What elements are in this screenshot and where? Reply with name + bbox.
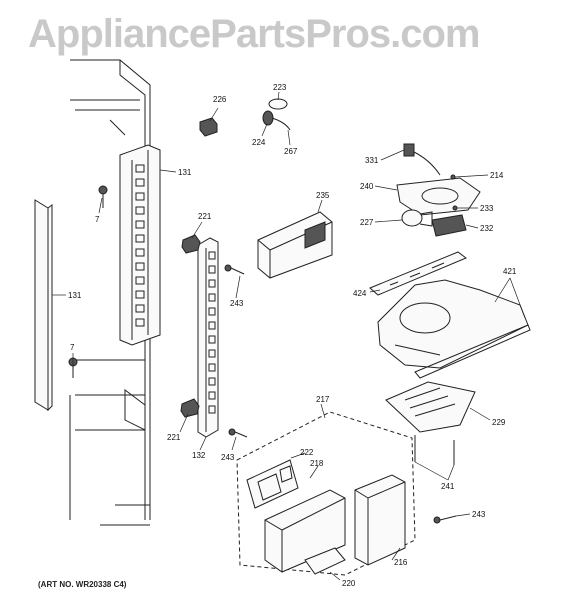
part-221-clip-lower [180, 398, 200, 418]
callout-243-upper: 243 [230, 299, 244, 308]
rail-slot [135, 192, 145, 201]
rail-slot [208, 363, 216, 372]
part-132-rail [197, 237, 219, 438]
callout-217: 217 [316, 395, 330, 404]
part-221-clip-upper [181, 234, 201, 254]
rail-slot [135, 206, 145, 215]
rail-slot [135, 276, 145, 285]
part-226-clip [199, 117, 218, 137]
callout-421: 421 [503, 267, 517, 276]
callout-222: 222 [300, 448, 314, 457]
rail-slot [208, 251, 216, 260]
kit-217-dashed-boundary [236, 411, 416, 576]
rail-slot [208, 279, 216, 288]
callout-7-lower: 7 [70, 343, 75, 352]
part-243-screw-lower [228, 428, 248, 438]
callout-131-center: 131 [178, 168, 192, 177]
callout-424: 424 [353, 289, 367, 298]
callout-216: 216 [394, 558, 408, 567]
rail-slot [135, 220, 145, 229]
rail-slot [208, 391, 216, 400]
callout-214: 214 [490, 171, 504, 180]
part-233-screw [452, 205, 458, 211]
part-424-control-board [369, 251, 467, 296]
callout-235: 235 [316, 191, 330, 200]
part-421-cover [377, 279, 531, 379]
rail-slot [208, 335, 216, 344]
rail-slot [135, 248, 145, 257]
rail-slot [208, 307, 216, 316]
callout-240: 240 [360, 182, 374, 191]
rail-slot [208, 321, 216, 330]
rail-slot [135, 304, 145, 313]
rail-slot [208, 265, 216, 274]
rail-slot [135, 178, 145, 187]
part-7-screw-upper [98, 185, 108, 208]
rail-slot [135, 262, 145, 271]
callout-221-upper: 221 [198, 212, 212, 221]
part-131-center-channel [119, 144, 161, 346]
rail-slot [208, 405, 216, 414]
callout-227: 227 [360, 218, 374, 227]
part-223-light-assembly [262, 98, 291, 131]
part-331-connector [403, 143, 441, 176]
callout-232: 232 [480, 224, 494, 233]
callout-131-left: 131 [68, 291, 82, 300]
part-240-light-housing [396, 177, 481, 216]
part-229-duct [385, 381, 476, 433]
callout-220: 220 [342, 579, 356, 588]
callout-226: 226 [213, 95, 227, 104]
part-243-screw-upper [224, 264, 245, 275]
callout-224: 224 [252, 138, 266, 147]
part-216-cover [354, 474, 406, 566]
callout-243-right: 243 [472, 510, 486, 519]
art-number-caption: (ART NO. WR20338 C4) [38, 580, 127, 589]
callout-331: 331 [365, 156, 379, 165]
callout-218: 218 [310, 459, 324, 468]
part-214-screw [450, 174, 456, 180]
rail-slot [135, 290, 145, 299]
rail-slot [135, 234, 145, 243]
rail-slot [135, 164, 145, 173]
rail-slot [208, 293, 216, 302]
rail-slot [208, 377, 216, 386]
part-131-left-rail [34, 199, 53, 412]
callout-132: 132 [192, 451, 206, 460]
part-220-gasket [304, 547, 346, 575]
part-241-pins [414, 435, 455, 465]
callout-7-upper: 7 [95, 215, 100, 224]
callout-229: 229 [492, 418, 506, 427]
part-227-bulb [401, 209, 433, 227]
rail-slot [208, 349, 216, 358]
part-243-screw-right [433, 515, 457, 524]
part-235-control-module [257, 211, 333, 279]
callout-267: 267 [284, 147, 298, 156]
part-222-filter-pad [246, 459, 299, 509]
callout-241: 241 [441, 482, 455, 491]
callout-221-lower: 221 [167, 433, 181, 442]
watermark: AppliancePartsPros.com [28, 12, 480, 56]
part-232-socket [431, 214, 467, 237]
callout-243-lower: 243 [221, 453, 235, 462]
rail-slot [135, 318, 145, 327]
callout-233: 233 [480, 204, 494, 213]
leader-lines [52, 91, 526, 581]
callout-223: 223 [273, 83, 287, 92]
